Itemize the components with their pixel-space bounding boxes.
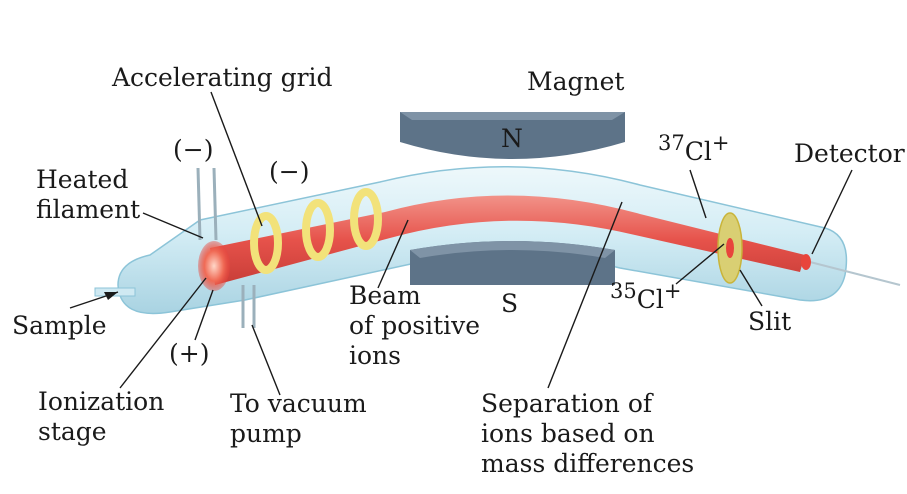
label-separation-line3: mass differences [481, 449, 694, 478]
label-ionization-line1: Ionization [38, 387, 164, 416]
label-vacuum-line1: To vacuum [230, 389, 367, 418]
label-south: S [501, 289, 518, 318]
label-beam-line1: Beam [349, 281, 421, 310]
label-minus-filament: (−) [173, 135, 213, 164]
magnet-north-pole [400, 112, 625, 159]
label-cl37: 37Cl+ [658, 131, 729, 166]
label-separation-line2: ions based on [481, 419, 655, 448]
filament-electrodes [196, 167, 256, 328]
label-north: N [501, 124, 523, 153]
slit-plate [717, 212, 743, 284]
label-ionization-line2: stage [38, 417, 107, 446]
leader-lines [69, 91, 853, 396]
label-magnet: Magnet [527, 67, 624, 96]
label-heated-filament-line2: filament [36, 195, 140, 224]
magnet-south-pole [410, 241, 615, 285]
label-slit: Slit [748, 307, 791, 336]
label-minus-grid: (−) [269, 157, 309, 186]
accelerating-grid-rings [250, 188, 382, 274]
label-cl35: 35Cl+ [610, 279, 681, 314]
label-sample: Sample [12, 311, 107, 340]
label-separation-line1: Separation of [481, 389, 654, 418]
label-plus: (+) [169, 339, 209, 368]
detector-probe [801, 254, 901, 286]
label-detector: Detector [794, 139, 905, 168]
label-beam-line2: of positive [349, 311, 480, 340]
label-beam-line3: ions [349, 341, 401, 370]
label-heated-filament-line1: Heated [36, 165, 128, 194]
label-accelerating-grid: Accelerating grid [111, 63, 333, 92]
label-vacuum-line2: pump [230, 419, 302, 448]
